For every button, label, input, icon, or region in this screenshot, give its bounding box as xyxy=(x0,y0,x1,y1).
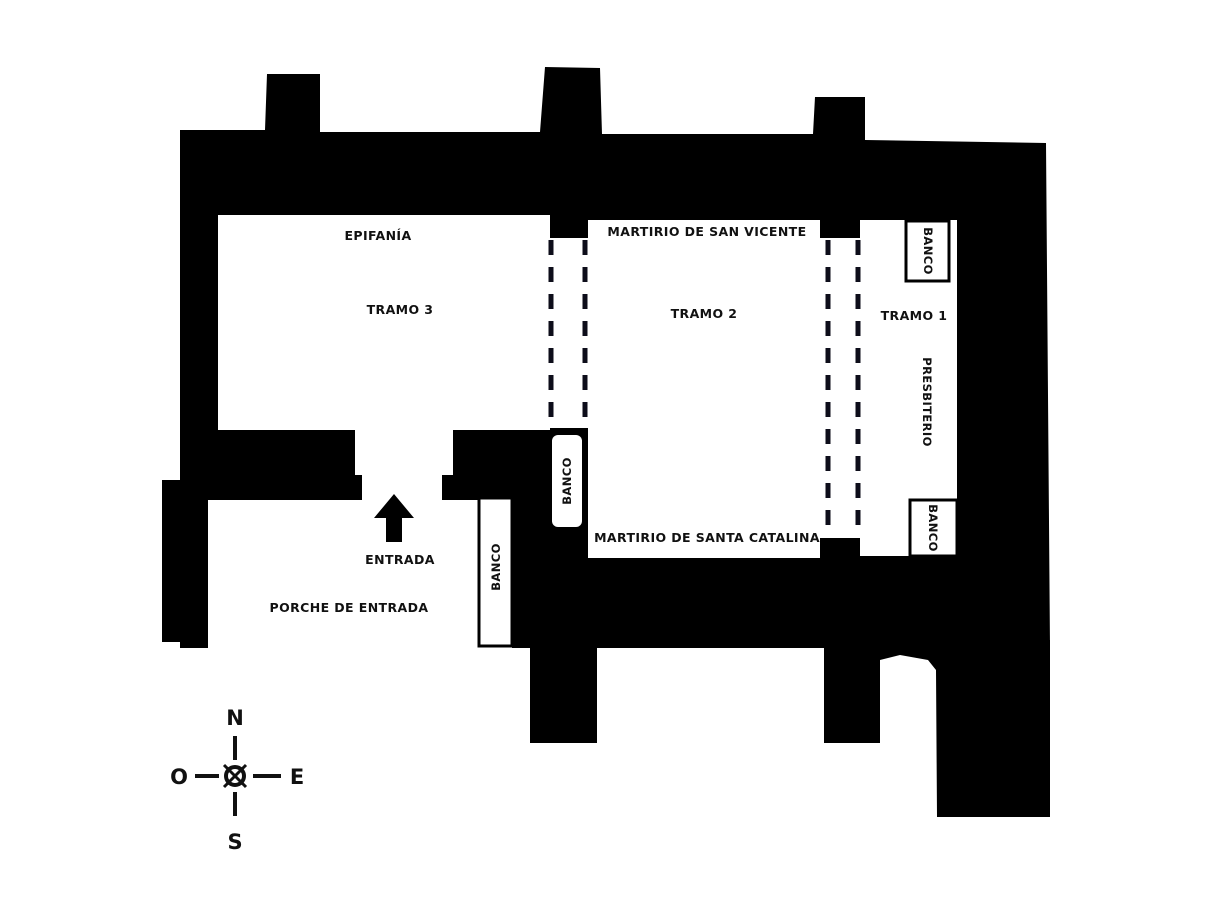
label-martirio-san-vicente: MARTIRIO DE SAN VICENTE xyxy=(607,224,806,239)
label-entrada: ENTRADA xyxy=(365,552,435,567)
banco-porch-outline xyxy=(477,496,514,648)
label-epifania: EPIFANÍA xyxy=(344,228,411,243)
label-tramo-2: TRAMO 2 xyxy=(671,306,738,321)
banco-outlines xyxy=(477,219,959,648)
tramo-3-space xyxy=(218,215,550,430)
banco-porch-cell xyxy=(478,498,512,648)
compass-rose-icon: N S O E xyxy=(170,706,304,854)
label-banco-porch: BANCO xyxy=(489,543,503,591)
label-banco-southeast: BANCO xyxy=(926,504,940,552)
arch-lines xyxy=(548,240,861,532)
entrance-threshold xyxy=(362,470,442,500)
label-tramo-3: TRAMO 3 xyxy=(367,302,434,317)
entrance-passage xyxy=(355,425,453,475)
banco-southeast-outline xyxy=(908,498,959,558)
compass-cross-2 xyxy=(222,763,248,789)
room-labels: EPIFANÍA TRAMO 3 MARTIRIO DE SAN VICENTE… xyxy=(270,224,948,615)
compass-center-ring xyxy=(224,765,246,787)
porch-space xyxy=(208,496,478,648)
south-buttress-east xyxy=(824,640,880,743)
banco-northeast-cell xyxy=(906,220,950,282)
arrow-up-icon xyxy=(374,494,414,542)
label-porche-de-entrada: PORCHE DE ENTRADA xyxy=(270,600,429,615)
compass-north-label: N xyxy=(226,706,244,730)
banco-northeast-outline xyxy=(904,219,951,283)
banco-southeast-cell xyxy=(910,500,958,556)
label-banco-arch: BANCO xyxy=(560,457,574,505)
banco-arch-cell xyxy=(552,435,582,527)
label-banco-northeast: BANCO xyxy=(921,227,935,275)
compass-south-label: S xyxy=(227,830,242,854)
south-buttress-west xyxy=(530,640,597,743)
west-porch-wall xyxy=(162,480,208,642)
tramo-2-space xyxy=(588,220,820,558)
label-martirio-santa-catalina: MARTIRIO DE SANTA CATALINA xyxy=(594,530,820,545)
label-presbiterio: PRESBITERIO xyxy=(920,357,934,446)
label-tramo-1: TRAMO 1 xyxy=(881,308,948,323)
compass-east-label: E xyxy=(290,765,304,789)
compass-west-label: O xyxy=(170,765,188,789)
arch-tramo3-2-top xyxy=(550,238,588,428)
outside-east-gap xyxy=(1050,140,1090,840)
southeast-wing xyxy=(880,640,1068,817)
